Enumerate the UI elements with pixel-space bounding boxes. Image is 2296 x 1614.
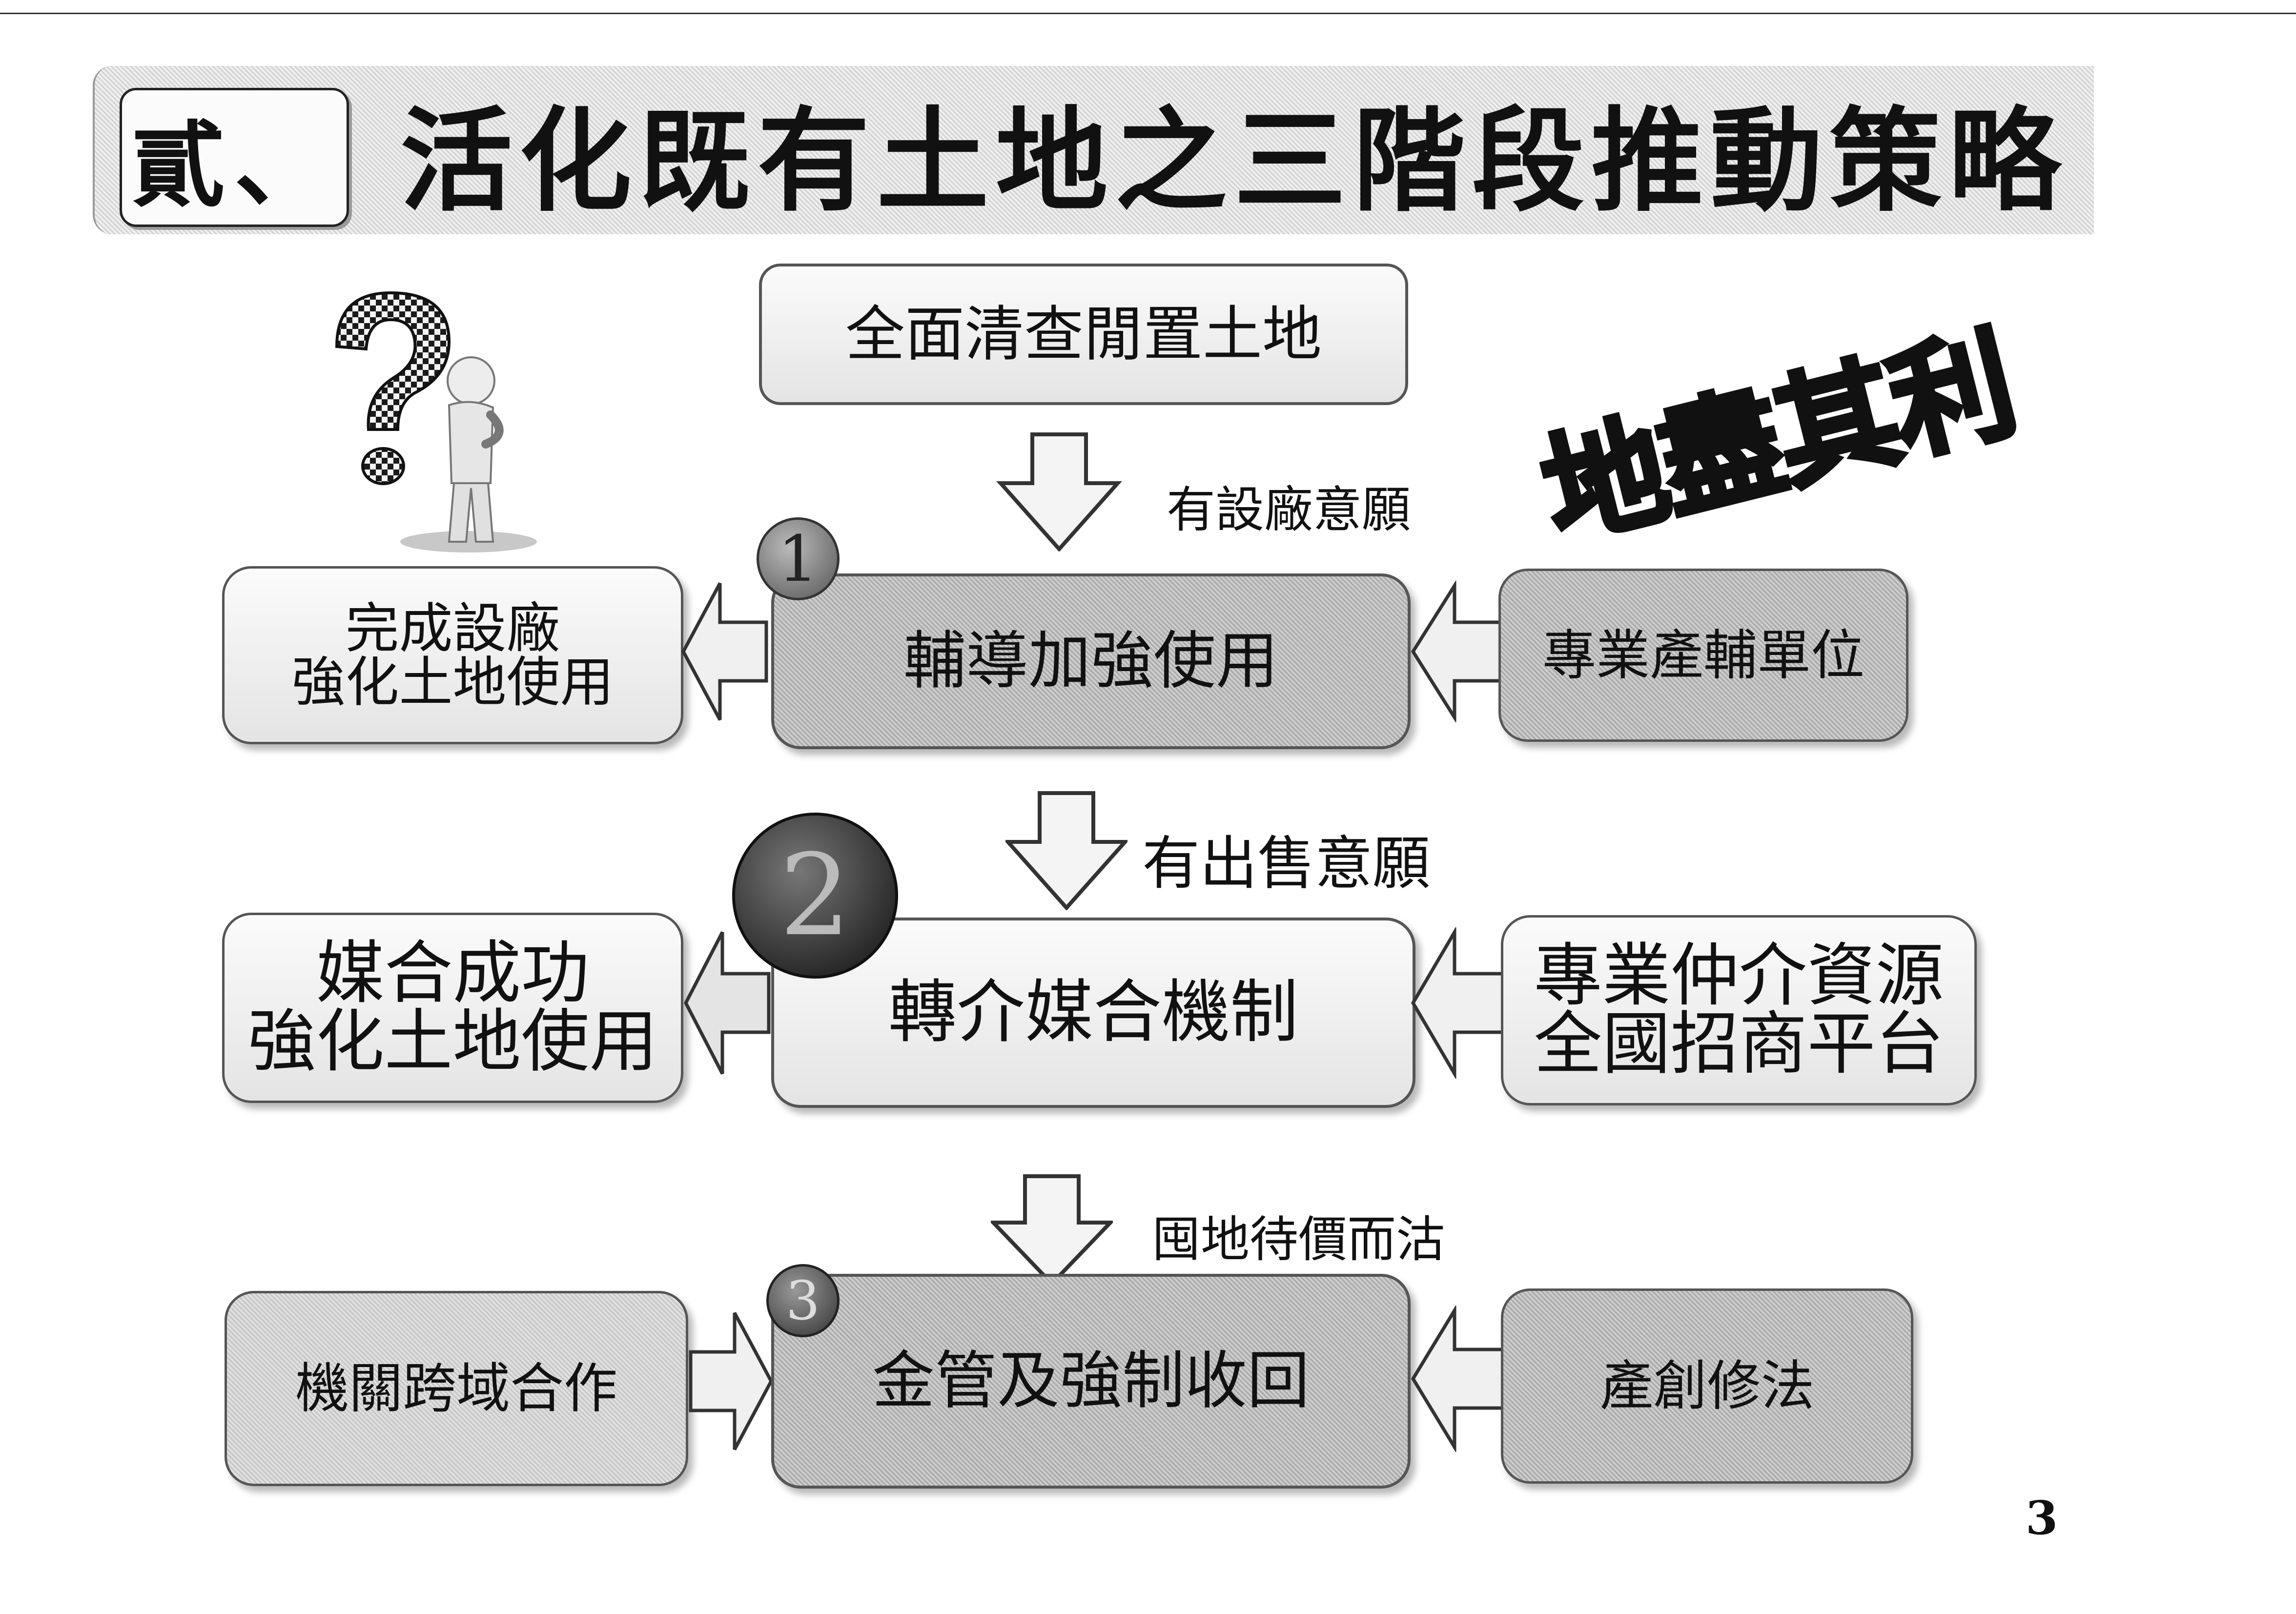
- stage1-main-box: 輔導加強使用: [771, 573, 1411, 749]
- stage2-badge: 2: [732, 813, 898, 979]
- slide-title: 活化既有土地之三階段推動策略: [400, 95, 2068, 227]
- down-arrow-icon: [996, 432, 1122, 552]
- stage2-badge-number: 2: [779, 830, 851, 961]
- stage1-support-box: 專業產輔單位: [1498, 569, 1908, 742]
- stage1-badge: 1: [757, 517, 840, 600]
- stage2-main-text: 轉介媒合機制: [888, 973, 1298, 1052]
- left-arrow-icon: [681, 582, 768, 721]
- page-number: 3: [2026, 1491, 2058, 1545]
- stage2-main-box: 轉介媒合機制: [771, 918, 1415, 1108]
- down-arrow-icon: [991, 1174, 1113, 1286]
- stage2-outcome-line2: 強化土地使用: [247, 1002, 658, 1082]
- stage3-main-text: 金管及強制收回: [872, 1345, 1310, 1417]
- motto-stamp: 地盡其利: [1527, 310, 2029, 568]
- stage2-outcome-box: 媒合成功 強化土地使用: [222, 913, 683, 1103]
- left-arrow-icon: [1411, 927, 1505, 1079]
- stage3-condition-label: 囤地待價而沽: [1152, 1211, 1445, 1268]
- stage2-support-line2: 全國招商平台: [1534, 1004, 1944, 1084]
- top-rule: [0, 13, 2296, 14]
- stage2-condition-label: 有出售意願: [1142, 830, 1431, 897]
- stage2-outcome-line1: 媒合成功: [316, 934, 590, 1013]
- survey-idle-land-text: 全面清查閒置土地: [845, 300, 1322, 369]
- stage1-outcome-line1: 完成設廠: [345, 597, 560, 660]
- stage3-support-text: 產創修法: [1599, 1355, 1815, 1417]
- stage3-partner-text: 機關跨域合作: [295, 1357, 617, 1420]
- title-banner: [93, 66, 2094, 234]
- stage2-support-box: 專業仲介資源 全國招商平台: [1501, 915, 1977, 1105]
- stage3-main-box: 金管及強制收回: [771, 1274, 1411, 1489]
- stage3-support-box: 產創修法: [1501, 1288, 1913, 1484]
- stage1-support-text: 專業產輔單位: [1542, 624, 1865, 687]
- question-mark-figure-icon: [335, 291, 537, 552]
- stage1-outcome-line2: 強化土地使用: [291, 651, 614, 714]
- stage3-badge: 3: [766, 1264, 840, 1337]
- stage2-support-line1: 專業仲介資源: [1534, 936, 1944, 1016]
- stage1-outcome-box: 完成設廠 強化土地使用: [222, 566, 683, 744]
- left-arrow-icon: [1411, 1306, 1505, 1452]
- stage1-main-text: 輔導加強使用: [903, 625, 1278, 697]
- section-number: 貳、: [120, 88, 349, 227]
- stage1-condition-label: 有設廠意願: [1167, 481, 1411, 538]
- stage3-badge-number: 3: [786, 1269, 820, 1332]
- down-arrow-icon: [1005, 791, 1128, 910]
- left-arrow-icon: [1411, 581, 1505, 722]
- stage3-partner-box: 機關跨域合作: [225, 1291, 688, 1486]
- survey-idle-land-box: 全面清查閒置土地: [759, 264, 1408, 405]
- left-arrow-icon: [684, 931, 771, 1075]
- right-arrow-icon: [689, 1312, 773, 1451]
- stage1-badge-number: 1: [778, 522, 819, 596]
